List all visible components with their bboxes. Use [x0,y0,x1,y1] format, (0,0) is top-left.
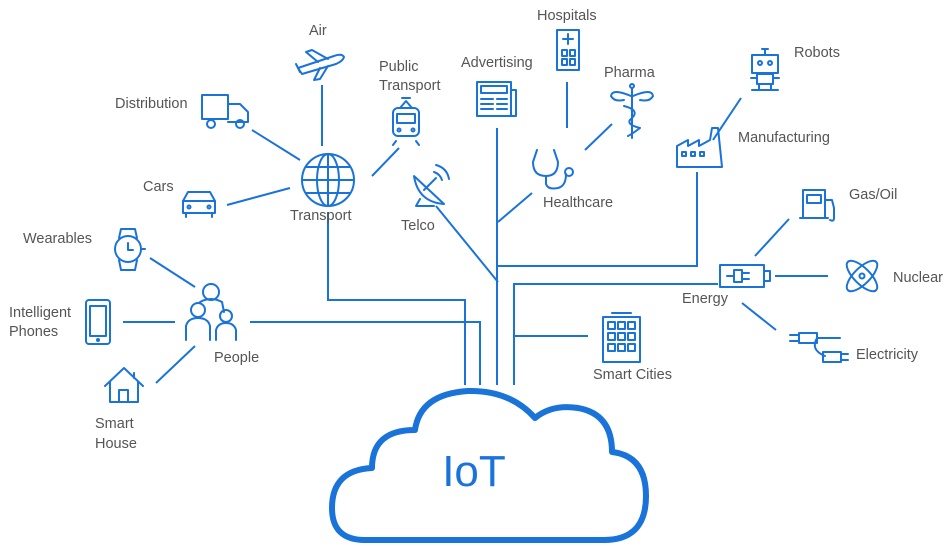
label-gas-oil: Gas/Oil [849,187,898,203]
label-manufacturing: Manufacturing [738,130,830,146]
label-distribution: Distribution [115,96,188,112]
cable-icon [789,332,849,363]
label-nuclear: Nuclear [893,270,943,286]
label-wearables: Wearables [23,231,93,247]
globe-icon [301,153,355,207]
label-pharma: Pharma [604,65,655,81]
fuel-pump-icon [799,189,835,222]
cloud-icon [329,387,649,543]
battery-plug-icon [719,264,771,288]
label-house: House [95,436,137,452]
label-cars: Cars [143,179,174,195]
train-icon [392,97,420,146]
label-advertising: Advertising [461,55,533,71]
airplane-icon [295,49,345,81]
label-public: Public [379,59,419,75]
label-healthcare: Healthcare [543,195,614,211]
phone-icon [85,299,111,345]
stethoscope-icon [532,149,574,190]
label-energy: Energy [682,291,728,307]
atom-icon [845,259,879,293]
label-telco: Telco [401,218,435,234]
label-transport: Transport [290,208,352,224]
hospital-icon [556,29,580,71]
label-smart: Smart [95,416,134,432]
label-people: People [214,350,260,366]
newspaper-icon [476,81,517,117]
satellite-dish-icon [413,164,450,207]
label-robots: Robots [794,45,840,61]
family-icon [185,283,237,341]
connector-lines [123,82,828,385]
label-intelligent: Intelligent [9,305,72,321]
label-air: Air [309,23,327,39]
iot-center-label: IoT [442,447,506,496]
label-transport-line2: Transport [379,78,441,94]
caduceus-icon [610,83,654,139]
label-hospitals: Hospitals [537,8,597,24]
house-icon [104,367,144,403]
robot-icon [750,48,780,91]
watch-icon [114,228,146,271]
label-smart-cities: Smart Cities [593,367,672,383]
label-electricity: Electricity [856,347,919,363]
truck-icon [201,94,249,129]
building-icon [602,312,641,363]
factory-icon [676,127,723,168]
car-icon [182,191,216,218]
label-phones: Phones [9,324,59,340]
